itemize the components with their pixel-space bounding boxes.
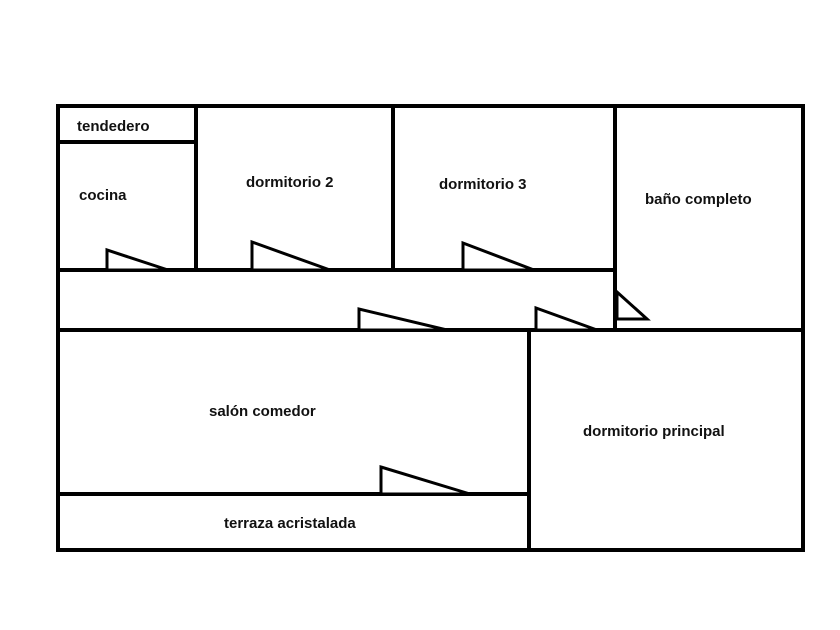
door-bano — [615, 288, 651, 321]
door-dormitorio-2 — [250, 239, 331, 272]
door-hallway-2 — [534, 305, 598, 332]
door-cocina — [105, 247, 169, 272]
door-hallway-1 — [357, 307, 448, 332]
label-dormitorio-3: dormitorio 3 — [439, 176, 527, 193]
label-dormitorio-principal: dormitorio principal — [583, 423, 725, 440]
label-cocina: cocina — [79, 187, 127, 204]
door-salon-terraza — [379, 464, 471, 496]
label-dormitorio-2: dormitorio 2 — [246, 174, 334, 191]
label-terraza-acristalada: terraza acristalada — [224, 515, 356, 532]
door-dormitorio-3 — [461, 240, 535, 272]
label-tendedero: tendedero — [77, 118, 150, 135]
label-salon-comedor: salón comedor — [209, 403, 316, 420]
label-bano-completo: baño completo — [645, 191, 752, 208]
